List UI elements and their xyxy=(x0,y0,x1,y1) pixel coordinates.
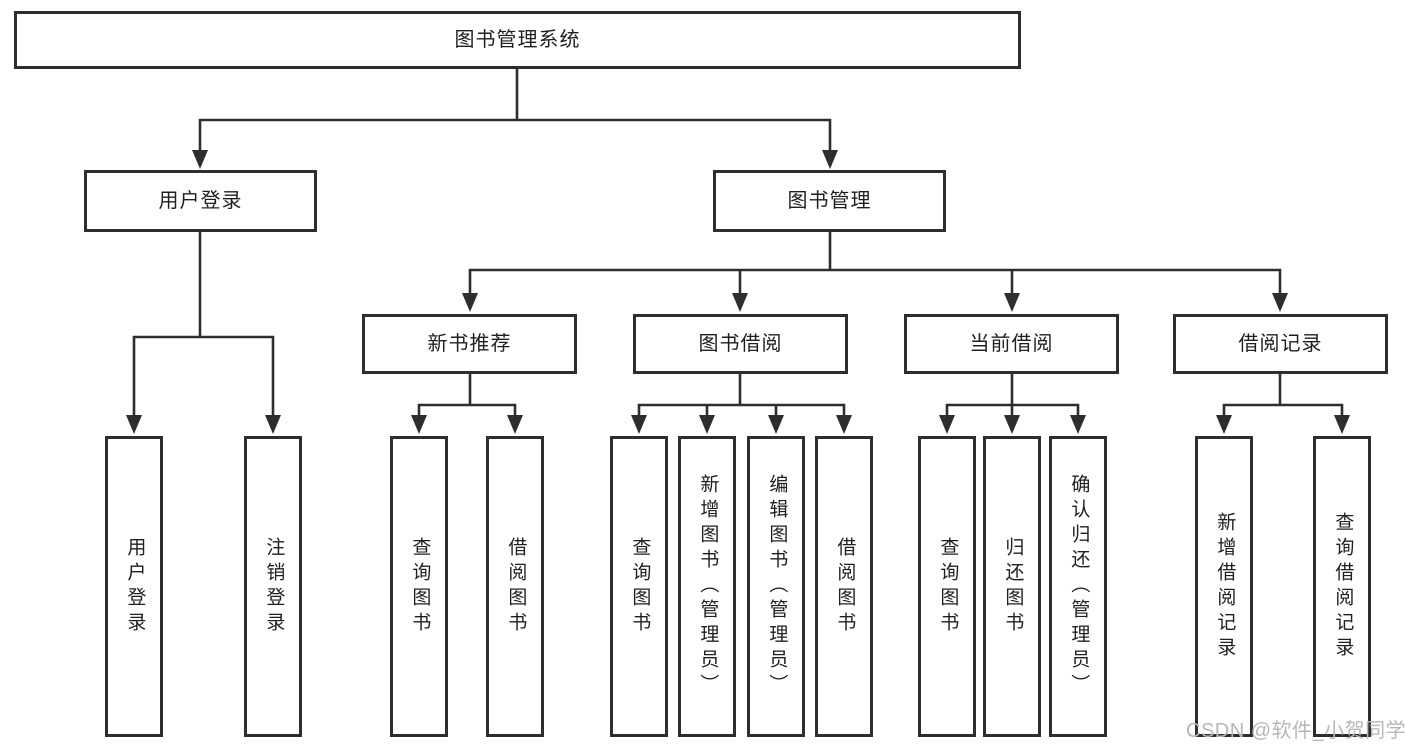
node-leaf-query-borrow-record: 查询借阅记录 xyxy=(1313,436,1371,737)
connector-userlogin-to-leaves xyxy=(126,232,281,434)
node-leaf-borrow-books-borrow: 借阅图书 xyxy=(815,436,873,737)
node-leaf-confirm-return-admin: 确认归还（管理员） xyxy=(1049,436,1107,737)
node-leaf-return-books: 归还图书 xyxy=(983,436,1041,737)
node-leaf-add-borrow-record: 新增借阅记录 xyxy=(1195,436,1253,737)
node-leaf-borrow-books-rec: 借阅图书 xyxy=(486,436,544,737)
connector-newbookrec-to-leaves xyxy=(411,374,523,434)
node-leaf-edit-books-admin: 编辑图书（管理员） xyxy=(747,436,805,737)
node-leaf-logout: 注销登录 xyxy=(244,436,302,737)
node-current-borrowing: 当前借阅 xyxy=(904,314,1119,374)
node-borrowing-records: 借阅记录 xyxy=(1173,314,1388,374)
connector-currentborrow-to-leaves xyxy=(939,374,1086,434)
connector-bookmgmt-to-level3 xyxy=(462,232,1288,312)
node-book-management: 图书管理 xyxy=(713,170,946,232)
node-new-book-recommend: 新书推荐 xyxy=(362,314,577,374)
node-root: 图书管理系统 xyxy=(14,11,1021,69)
node-leaf-add-books-admin: 新增图书（管理员） xyxy=(678,436,736,737)
node-leaf-query-books-rec: 查询图书 xyxy=(390,436,448,737)
connector-bookborrow-to-leaves xyxy=(631,374,852,434)
connector-root-to-level2 xyxy=(192,68,838,169)
node-leaf-user-login: 用户登录 xyxy=(105,436,163,737)
node-leaf-query-books-current: 查询图书 xyxy=(918,436,976,737)
node-user-login: 用户登录 xyxy=(84,170,317,232)
node-leaf-query-books-borrow: 查询图书 xyxy=(610,436,668,737)
watermark: CSDN @软件_小贺同学 xyxy=(1186,720,1405,742)
node-book-borrowing: 图书借阅 xyxy=(633,314,848,374)
connector-records-to-leaves xyxy=(1216,374,1350,434)
